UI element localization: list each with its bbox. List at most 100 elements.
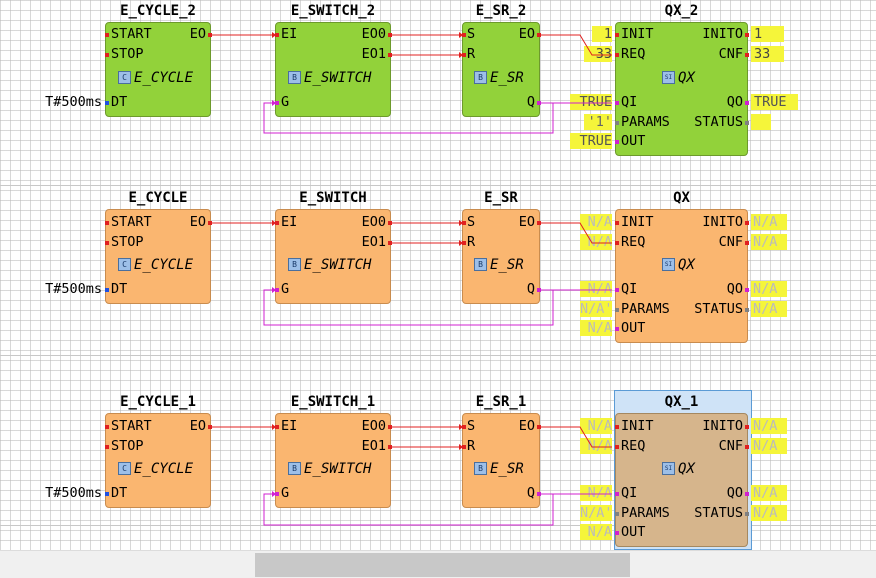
port-g[interactable]: G bbox=[281, 281, 290, 297]
port-stop[interactable]: STOP bbox=[111, 438, 144, 454]
fb-e-cycle-1[interactable] bbox=[105, 413, 211, 508]
port-r[interactable]: R bbox=[467, 438, 476, 454]
fb-e-switch-1[interactable] bbox=[275, 413, 391, 508]
port-eo1[interactable]: EO1 bbox=[361, 46, 386, 62]
port-status[interactable]: STATUS bbox=[694, 301, 743, 317]
port-init[interactable]: INIT bbox=[621, 418, 654, 434]
watch-value[interactable]: N/A bbox=[751, 438, 787, 454]
port-r[interactable]: R bbox=[467, 46, 476, 62]
watch-value[interactable]: N/A bbox=[580, 524, 612, 540]
port-eo[interactable]: EO bbox=[189, 214, 206, 230]
watch-value[interactable]: N/A bbox=[580, 214, 612, 230]
port-inito[interactable]: INITO bbox=[702, 26, 743, 42]
port-req[interactable]: REQ bbox=[621, 438, 646, 454]
port-qi[interactable]: QI bbox=[621, 281, 638, 297]
watch-value[interactable]: N/A bbox=[580, 281, 612, 297]
port-dt[interactable]: DT bbox=[111, 281, 128, 297]
port-req[interactable]: REQ bbox=[621, 234, 646, 250]
watch-value[interactable]: N/A bbox=[751, 234, 787, 250]
watch-value[interactable]: N/A bbox=[580, 320, 612, 336]
port-dt[interactable]: DT bbox=[111, 485, 128, 501]
watch-value[interactable] bbox=[751, 114, 771, 130]
port-eo[interactable]: EO bbox=[518, 26, 535, 42]
port-inito[interactable]: INITO bbox=[702, 214, 743, 230]
scrollbar-thumb[interactable] bbox=[255, 553, 630, 577]
port-out[interactable]: OUT bbox=[621, 133, 646, 149]
watch-value[interactable]: N/A bbox=[580, 234, 612, 250]
port-stop[interactable]: STOP bbox=[111, 46, 144, 62]
port-stop[interactable]: STOP bbox=[111, 234, 144, 250]
port-qo[interactable]: QO bbox=[726, 94, 743, 110]
watch-value[interactable]: N/A bbox=[580, 438, 612, 454]
port-cnf[interactable]: CNF bbox=[718, 438, 743, 454]
watch-value[interactable]: N/A'1' bbox=[580, 301, 612, 317]
port-status[interactable]: STATUS bbox=[694, 114, 743, 130]
fb-qx[interactable] bbox=[615, 209, 748, 343]
port-params[interactable]: PARAMS bbox=[621, 505, 670, 521]
watch-value[interactable]: N/A bbox=[751, 505, 787, 521]
port-eo0[interactable]: EO0 bbox=[361, 214, 386, 230]
port-params[interactable]: PARAMS bbox=[621, 114, 670, 130]
port-qo[interactable]: QO bbox=[726, 281, 743, 297]
port-init[interactable]: INIT bbox=[621, 214, 654, 230]
port-status[interactable]: STATUS bbox=[694, 505, 743, 521]
watch-value[interactable]: TRUE bbox=[570, 94, 612, 110]
port-start[interactable]: START bbox=[111, 214, 152, 230]
port-init[interactable]: INIT bbox=[621, 26, 654, 42]
watch-value[interactable]: N/A bbox=[751, 301, 787, 317]
watch-value[interactable]: 1 bbox=[751, 26, 784, 42]
port-q[interactable]: Q bbox=[526, 485, 535, 501]
fb-qx-1[interactable] bbox=[615, 413, 748, 547]
port-eo[interactable]: EO bbox=[518, 214, 535, 230]
port-eo[interactable]: EO bbox=[518, 418, 535, 434]
port-eo1[interactable]: EO1 bbox=[361, 438, 386, 454]
port-ei[interactable]: EI bbox=[281, 26, 298, 42]
port-start[interactable]: START bbox=[111, 418, 152, 434]
watch-value[interactable]: 33 bbox=[751, 46, 784, 62]
fb-e-cycle[interactable] bbox=[105, 209, 211, 304]
port-params[interactable]: PARAMS bbox=[621, 301, 670, 317]
port-ei[interactable]: EI bbox=[281, 214, 298, 230]
port-s[interactable]: S bbox=[467, 26, 476, 42]
port-eo0[interactable]: EO0 bbox=[361, 26, 386, 42]
watch-value[interactable]: N/A bbox=[580, 418, 612, 434]
port-eo[interactable]: EO bbox=[189, 26, 206, 42]
port-r[interactable]: R bbox=[467, 234, 476, 250]
port-eo0[interactable]: EO0 bbox=[361, 418, 386, 434]
watch-value[interactable]: TRUE bbox=[751, 94, 798, 110]
port-dt[interactable]: DT bbox=[111, 94, 128, 110]
watch-value[interactable]: N/A bbox=[751, 418, 787, 434]
fb-e-switch[interactable] bbox=[275, 209, 391, 304]
fb-e-switch-2[interactable] bbox=[275, 22, 391, 117]
port-start[interactable]: START bbox=[111, 26, 152, 42]
fb-e-sr-2[interactable] bbox=[462, 22, 540, 117]
port-g[interactable]: G bbox=[281, 485, 290, 501]
port-qi[interactable]: QI bbox=[621, 94, 638, 110]
fb-e-sr-1[interactable] bbox=[462, 413, 540, 508]
port-cnf[interactable]: CNF bbox=[718, 234, 743, 250]
port-q[interactable]: Q bbox=[526, 281, 535, 297]
port-eo1[interactable]: EO1 bbox=[361, 234, 386, 250]
port-ei[interactable]: EI bbox=[281, 418, 298, 434]
watch-value[interactable]: 1 bbox=[592, 26, 612, 42]
port-qi[interactable]: QI bbox=[621, 485, 638, 501]
watch-value[interactable]: N/A bbox=[751, 485, 787, 501]
fb-qx-2[interactable] bbox=[615, 22, 748, 156]
port-q[interactable]: Q bbox=[526, 94, 535, 110]
watch-value[interactable]: '1' bbox=[584, 114, 612, 130]
port-g[interactable]: G bbox=[281, 94, 290, 110]
fb-e-sr[interactable] bbox=[462, 209, 540, 304]
watch-value[interactable]: TRUE bbox=[570, 133, 612, 149]
watch-value[interactable]: N/A bbox=[751, 281, 787, 297]
port-out[interactable]: OUT bbox=[621, 320, 646, 336]
port-out[interactable]: OUT bbox=[621, 524, 646, 540]
watch-value[interactable]: 33 bbox=[584, 46, 612, 62]
port-inito[interactable]: INITO bbox=[702, 418, 743, 434]
watch-value[interactable]: N/A bbox=[751, 214, 787, 230]
watch-value[interactable]: N/A bbox=[580, 485, 612, 501]
port-s[interactable]: S bbox=[467, 418, 476, 434]
watch-value[interactable]: N/A'2' bbox=[580, 505, 612, 521]
port-eo[interactable]: EO bbox=[189, 418, 206, 434]
fb-e-cycle-2[interactable] bbox=[105, 22, 211, 117]
port-req[interactable]: REQ bbox=[621, 46, 646, 62]
